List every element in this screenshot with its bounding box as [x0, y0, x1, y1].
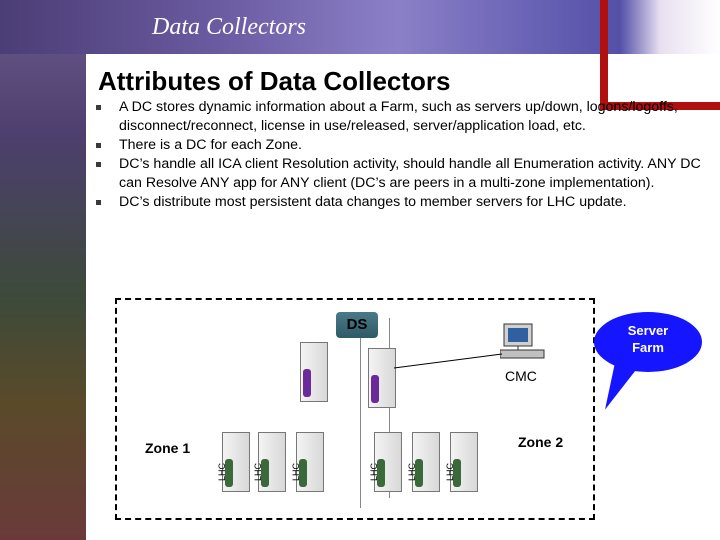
member-server-icon: LHC	[369, 432, 402, 492]
member-server-icon: LHC	[407, 432, 440, 492]
member-server-icon: LHC	[217, 432, 250, 492]
lhc-label: LHC	[253, 462, 264, 482]
member-server-icon: LHC	[445, 432, 478, 492]
decorative-background-top	[0, 0, 720, 54]
bullet-icon	[96, 162, 101, 167]
bullet-item: DC’s handle all ICA client Resolution ac…	[92, 155, 717, 193]
bullet-list: A DC stores dynamic information about a …	[92, 98, 717, 212]
bullet-text: A DC stores dynamic information about a …	[119, 99, 678, 134]
lhc-label: LHC	[407, 462, 418, 482]
lhc-tag-icon	[261, 459, 269, 487]
bullet-text: There is a DC for each Zone.	[119, 137, 302, 153]
bullet-icon	[96, 143, 101, 148]
lhc-tag-icon	[225, 459, 233, 487]
lhc-tag-icon	[299, 459, 307, 487]
bullet-item: There is a DC for each Zone.	[92, 136, 717, 155]
data-collector-server-icon	[368, 348, 396, 408]
decorative-accent	[620, 0, 720, 54]
bullet-text: DC’s handle all ICA client Resolution ac…	[119, 156, 701, 191]
callout-line: Server	[627, 323, 669, 338]
dc-tag-icon	[371, 375, 379, 403]
lhc-label: LHC	[369, 462, 380, 482]
bullet-text: DC’s distribute most persistent data cha…	[119, 194, 627, 210]
decorative-red-line	[600, 102, 720, 110]
header-title: Data Collectors	[152, 14, 306, 40]
zone1-label: Zone 1	[145, 440, 191, 456]
server-farm-callout: Server Farm	[594, 312, 702, 372]
lhc-tag-icon	[377, 459, 385, 487]
content-area	[86, 54, 720, 540]
member-server-icon: LHC	[291, 432, 324, 492]
connection-line	[394, 353, 503, 369]
cmc-label: CMC	[505, 368, 537, 384]
zone2-boundary	[360, 318, 580, 508]
server-farm-diagram	[115, 298, 595, 520]
lhc-label: LHC	[445, 462, 456, 482]
ds-database-label: DS	[336, 312, 378, 338]
bullet-icon	[96, 105, 101, 110]
bullet-item: A DC stores dynamic information about a …	[92, 98, 717, 136]
bullet-item: DC’s distribute most persistent data cha…	[92, 193, 717, 212]
computer-icon	[500, 323, 545, 359]
lhc-label: LHC	[291, 462, 302, 482]
zone2-label: Zone 2	[518, 434, 564, 450]
lhc-tag-icon	[415, 459, 423, 487]
slide-title: Attributes of Data Collectors	[98, 66, 451, 96]
callout-line: Farm	[632, 340, 664, 355]
bullet-icon	[96, 200, 101, 205]
lhc-tag-icon	[453, 459, 461, 487]
dc-tag-icon	[303, 369, 311, 397]
data-collector-server-icon	[300, 342, 328, 402]
lhc-label: LHC	[217, 462, 228, 482]
member-server-icon: LHC	[253, 432, 286, 492]
zone1-boundary	[190, 318, 390, 498]
decorative-red-line	[600, 0, 608, 110]
